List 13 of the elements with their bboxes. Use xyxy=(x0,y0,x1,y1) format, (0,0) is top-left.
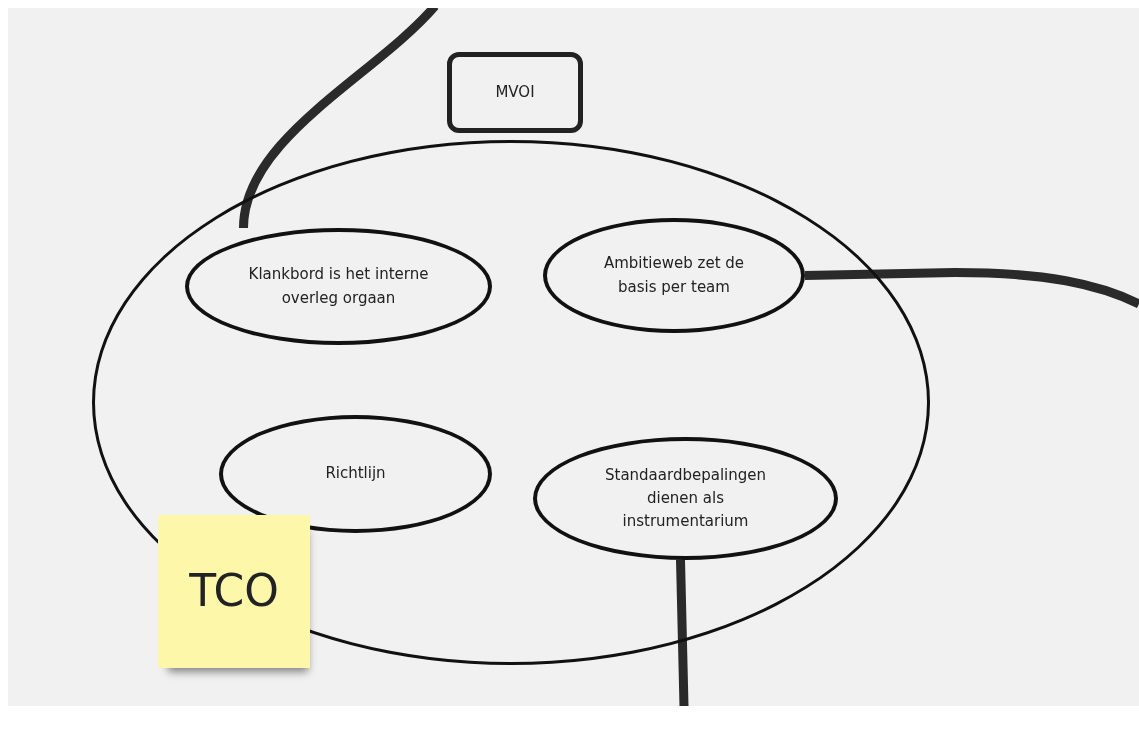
node-text: MVOI xyxy=(495,81,535,103)
connector-line xyxy=(239,8,439,229)
ellipse-node xyxy=(185,228,492,345)
node-text: Richtlijn xyxy=(325,463,386,485)
node-text: Standaardbepalingen dienen als instrumentarium xyxy=(604,464,767,533)
node-text: Ambitieweb zet de basis per team xyxy=(602,253,746,298)
rounded-box xyxy=(447,52,583,133)
node-text: TCO xyxy=(189,564,279,619)
connector-line xyxy=(676,559,689,706)
node-text: Klankbord is het interne overleg orgaan xyxy=(247,264,430,309)
ellipse-node xyxy=(533,437,838,560)
ellipse-node xyxy=(543,218,805,333)
connector-line xyxy=(804,268,1139,309)
